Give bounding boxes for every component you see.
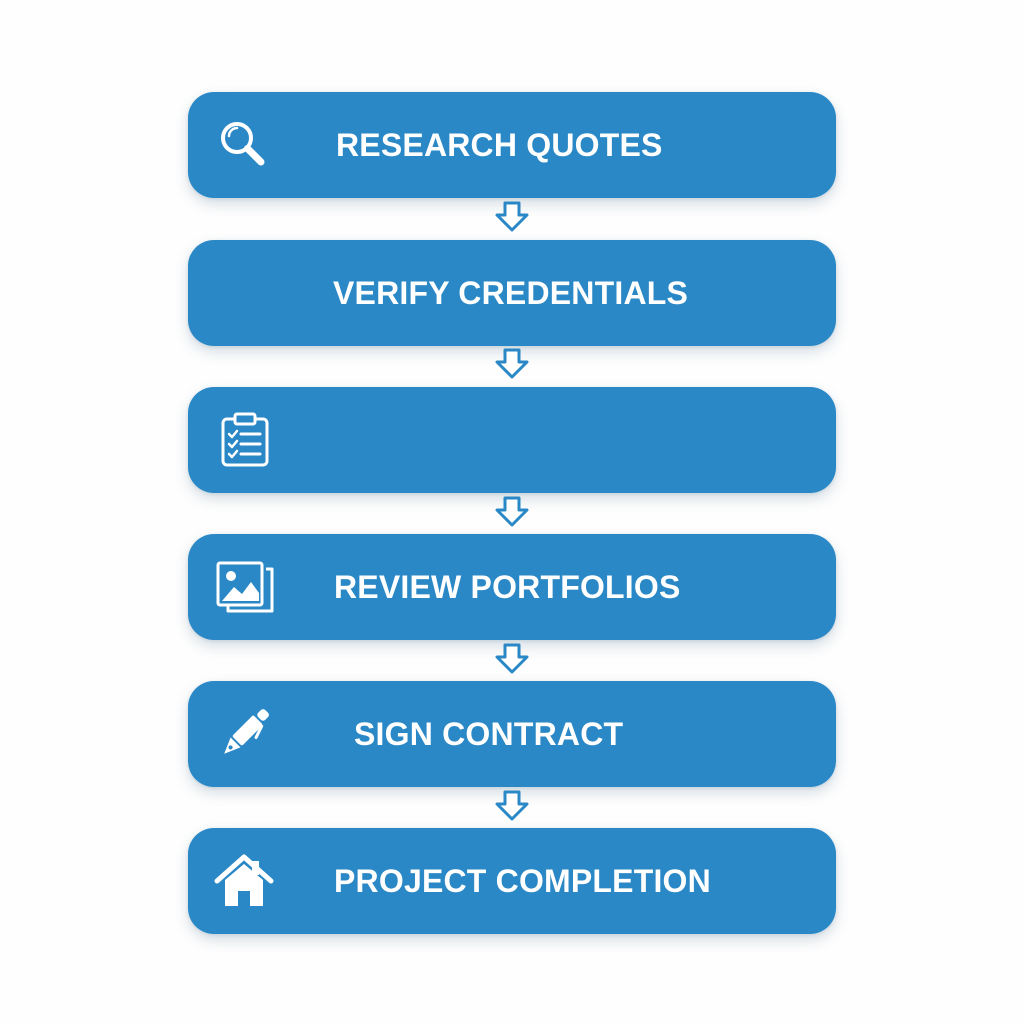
pen-icon bbox=[214, 704, 274, 764]
step-box-sign-contract: SIGN CONTRACT bbox=[188, 681, 836, 787]
search-icon bbox=[214, 115, 274, 175]
arrow-down-icon bbox=[491, 346, 533, 382]
arrow-down-icon bbox=[491, 199, 533, 235]
arrow-down-icon bbox=[491, 641, 533, 677]
step-box-project-completion: PROJECT COMPLETION bbox=[188, 828, 836, 934]
step-label-verify-credentials: VERIFY CREDENTIALS bbox=[333, 275, 689, 311]
arrow-down-icon bbox=[491, 788, 533, 824]
step-box-research-quotes: RESEARCH QUOTES bbox=[188, 92, 836, 198]
arrow-down-icon bbox=[491, 494, 533, 530]
step-box-review-portfolios: REVIEW PORTFOLIOS bbox=[188, 534, 836, 640]
step-label-review-portfolios: REVIEW PORTFOLIOS bbox=[334, 569, 681, 605]
house-icon bbox=[214, 851, 274, 911]
step-box-checklist bbox=[188, 387, 836, 493]
step-label-research-quotes: RESEARCH QUOTES bbox=[336, 127, 663, 163]
clipboard-checklist-icon bbox=[214, 410, 274, 470]
step-box-verify-credentials: VERIFY CREDENTIALS bbox=[188, 240, 836, 346]
step-label-sign-contract: SIGN CONTRACT bbox=[354, 716, 624, 752]
step-label-project-completion: PROJECT COMPLETION bbox=[334, 863, 711, 899]
image-gallery-icon bbox=[214, 557, 274, 617]
